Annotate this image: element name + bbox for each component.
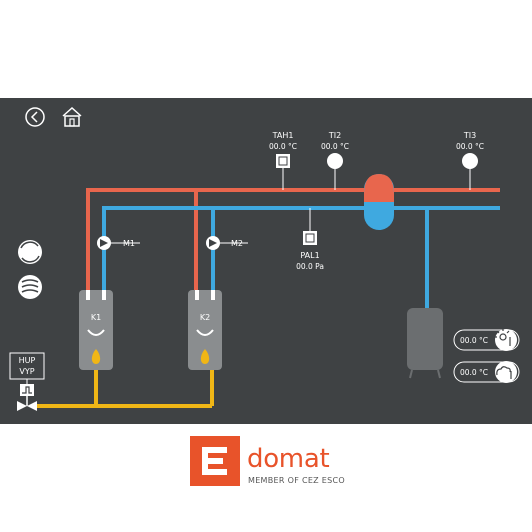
- sensor-value: 00.0 Pa: [296, 262, 324, 271]
- supply-pipe: [86, 188, 500, 296]
- flame-icon: [91, 349, 101, 364]
- sensor-tah1[interactable]: T TAH1 00.0 °C: [269, 131, 297, 190]
- flame-icon: [200, 349, 210, 364]
- boiler-label: K1: [91, 313, 101, 322]
- sensor-name: TAH1: [272, 131, 294, 140]
- outdoor-value: 00.0 °C: [460, 368, 488, 377]
- hydraulic-separator: [364, 174, 394, 230]
- sensor-value: 00.0 °C: [269, 142, 297, 151]
- heating-curve-button[interactable]: [18, 275, 42, 299]
- home-icon[interactable]: [62, 106, 82, 127]
- sensor-name: TI2: [328, 131, 341, 140]
- outdoor-temp-sun[interactable]: 00.0 °C: [453, 329, 520, 351]
- boiler-k2[interactable]: K2: [188, 290, 222, 370]
- pump-m1[interactable]: M1: [97, 236, 140, 250]
- hup-state: VYP: [19, 367, 34, 376]
- sensor-value: 00.0 °C: [456, 142, 484, 151]
- sun-thermometer-icon: [495, 329, 511, 346]
- domat-logo: [190, 436, 240, 486]
- heating-scheme: T TAH1 00.0 °C T TI2 00.0 °C T TI3 00.0 …: [9, 106, 520, 411]
- boiler-label: K2: [200, 313, 210, 322]
- sensor-value: 00.0 °C: [321, 142, 349, 151]
- gas-line: [36, 370, 214, 408]
- sensor-pal1[interactable]: T PAL1 00.0 Pa: [296, 208, 324, 271]
- stop-button[interactable]: stop: [18, 240, 42, 264]
- logo-mark: [202, 447, 227, 475]
- hup-name: HUP: [19, 356, 36, 365]
- pump-label: M1: [123, 239, 135, 248]
- cloud-thermometer-icon: [496, 366, 512, 379]
- boiler-k1[interactable]: K1: [79, 290, 113, 370]
- gas-valve[interactable]: [17, 396, 37, 411]
- outdoor-temp-cloud[interactable]: 00.0 °C: [453, 361, 520, 383]
- sensor-name: PAL1: [300, 251, 319, 260]
- pump-label: M2: [231, 239, 243, 248]
- back-icon[interactable]: [25, 107, 45, 127]
- hup-box[interactable]: HUP VYP: [9, 352, 45, 396]
- outdoor-value: 00.0 °C: [460, 336, 488, 345]
- storage-tank: [407, 308, 443, 379]
- sensor-symbol: T: [332, 158, 338, 166]
- sensor-symbol: T: [280, 158, 286, 166]
- pump-m2[interactable]: M2: [206, 236, 248, 250]
- brand-tagline: MEMBER OF CEZ ESCO: [248, 476, 346, 485]
- sensor-ti2[interactable]: T TI2 00.0 °C: [321, 131, 349, 190]
- sensor-name: TI3: [463, 131, 476, 140]
- sensor-symbol: T: [467, 158, 473, 166]
- brand-name: domat: [247, 444, 330, 474]
- scheme-panel: T TAH1 00.0 °C T TI2 00.0 °C T TI3 00.0 …: [0, 98, 532, 424]
- stop-label: stop: [23, 249, 37, 257]
- sensor-symbol: T: [307, 235, 313, 243]
- sensor-ti3[interactable]: T TI3 00.0 °C: [456, 131, 484, 190]
